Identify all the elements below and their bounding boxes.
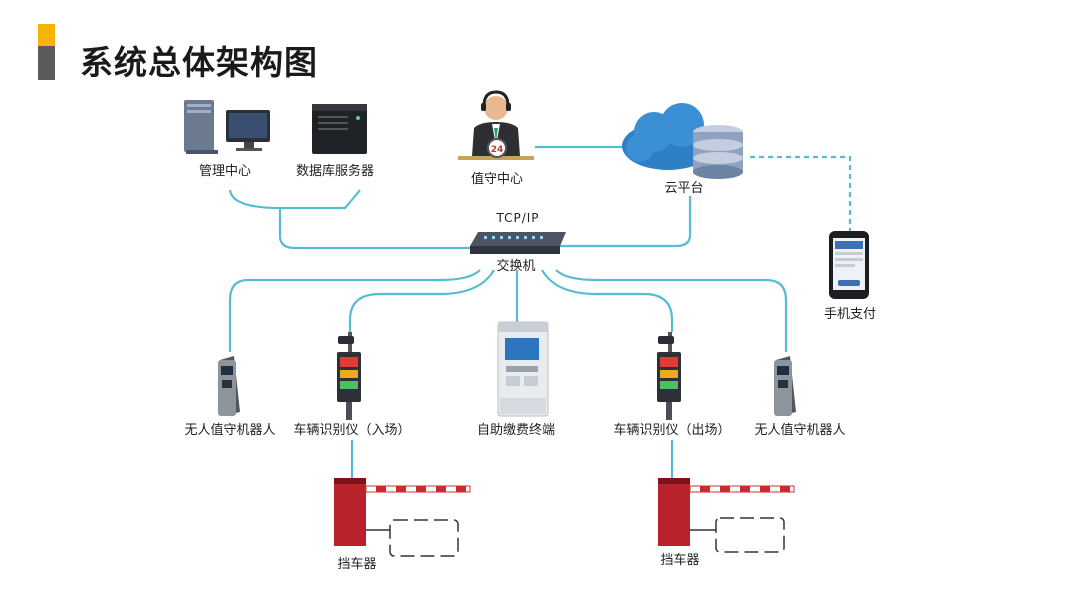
link-top-computers	[228, 189, 361, 210]
link-cloud-to-phone	[750, 155, 852, 232]
label-barrier-left: 挡车器	[337, 556, 376, 572]
label-barrier-right: 挡车器	[660, 552, 699, 568]
recognizer-icon-entry	[337, 332, 361, 420]
terminal-icon	[497, 321, 549, 417]
label-recognizer-entry: 车辆识别仪（入场）	[293, 422, 410, 438]
link-switch-to-recognizer-exit	[541, 269, 674, 332]
label-recognizer-exit: 车辆识别仪（出场）	[613, 422, 730, 438]
label-management-center: 管理中心	[199, 164, 251, 179]
label-duty-center: 值守中心	[471, 171, 523, 187]
server-icon	[312, 104, 367, 154]
label-cloud-platform: 云平台	[664, 181, 703, 196]
cloud-icon	[622, 103, 743, 179]
barrier-icon-left	[334, 478, 471, 557]
link-switch-to-robot-left	[228, 269, 481, 352]
label-switch-protocol: TCP/IP	[495, 211, 539, 225]
label-mobile-pay: 手机支付	[824, 307, 876, 322]
label-self-service-terminal: 自助缴费终端	[477, 422, 555, 438]
link-computers-to-switch	[278, 208, 478, 250]
barrier-icon-right	[658, 478, 795, 553]
label-robot-left: 无人值守机器人	[184, 422, 275, 438]
label-robot-right: 无人值守机器人	[754, 422, 845, 438]
connection-lines	[228, 145, 852, 478]
operator-icon: 24	[458, 90, 534, 160]
label-switch: 交换机	[496, 258, 535, 274]
recognizer-icon-exit	[657, 332, 681, 420]
link-switch-to-recognizer-entry	[348, 269, 495, 332]
label-database-server: 数据库服务器	[296, 163, 374, 179]
title-accent-highlight	[38, 24, 55, 46]
svg-text:24: 24	[491, 145, 504, 155]
phone-icon	[829, 231, 869, 299]
computer-icon	[184, 100, 270, 154]
page-title: 系统总体架构图	[80, 43, 318, 82]
robot-icon-right	[774, 356, 796, 416]
link-cloud-to-switch	[560, 196, 692, 248]
switch-icon	[470, 232, 566, 254]
link-switch-to-robot-right	[555, 269, 788, 352]
robot-icon-left	[218, 356, 240, 416]
